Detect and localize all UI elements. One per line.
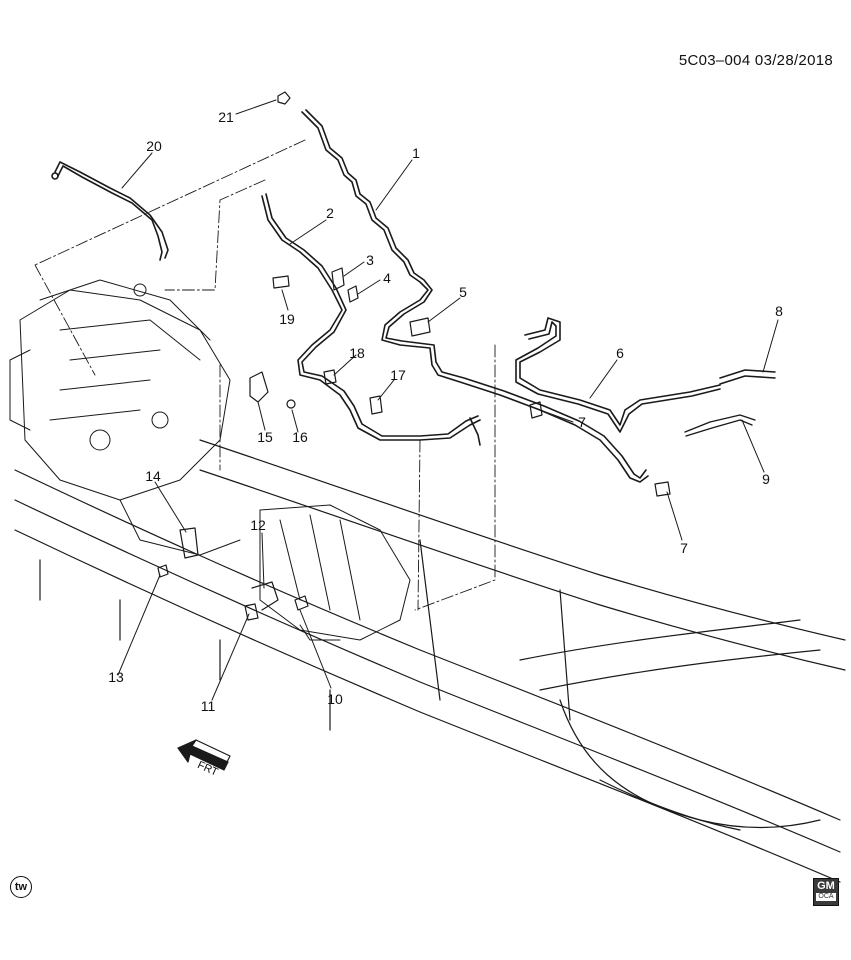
part-5-bracket xyxy=(409,317,431,337)
frame-rail-left xyxy=(14,469,841,883)
callout-8: 8 xyxy=(775,303,783,319)
callout-12: 12 xyxy=(250,517,266,533)
callout-6: 6 xyxy=(616,345,624,361)
callout-17: 17 xyxy=(390,367,406,383)
callout-9: 9 xyxy=(762,471,770,487)
part-11-clip xyxy=(244,603,259,621)
callout-14: 14 xyxy=(145,468,161,484)
callout-4: 4 xyxy=(383,270,391,286)
cross-member xyxy=(519,619,821,831)
part-6-pipe xyxy=(515,317,721,433)
part-4-clip xyxy=(347,285,359,303)
callout-7b: 7 xyxy=(680,540,688,556)
callout-21: 21 xyxy=(218,109,234,125)
part-19-sleeve xyxy=(272,275,290,289)
gm-oca-logo: GM OCA xyxy=(813,878,839,906)
part-20-pipe xyxy=(51,161,169,261)
gm-logo-text: GM xyxy=(817,880,835,892)
callout-13: 13 xyxy=(108,669,124,685)
part-17-clip xyxy=(369,395,383,415)
part-8-pipe xyxy=(719,369,776,385)
diagram-code-date: 5C03–004 03/28/2018 xyxy=(678,52,833,69)
callout-20: 20 xyxy=(146,138,162,154)
part-14-bracket xyxy=(179,527,199,559)
oca-logo-text: OCA xyxy=(816,893,836,901)
part-7-clips xyxy=(529,401,671,497)
callout-15: 15 xyxy=(257,429,273,445)
front-arrow-icon xyxy=(177,739,231,771)
callout-10: 10 xyxy=(327,691,343,707)
leader-lines xyxy=(34,139,496,611)
callout-18: 18 xyxy=(349,345,365,361)
part-10-bolt xyxy=(294,595,309,611)
callout-16: 16 xyxy=(292,429,308,445)
tw-logo: tw xyxy=(10,876,32,898)
part-12-bracket xyxy=(251,581,279,611)
frame-rail-right xyxy=(199,439,846,721)
callout-11: 11 xyxy=(201,698,216,714)
part-16-nut xyxy=(286,399,296,409)
callout-7a: 7 xyxy=(578,414,586,430)
callout-2: 2 xyxy=(326,205,334,221)
callout-1: 1 xyxy=(412,145,420,161)
callout-leaders xyxy=(117,99,779,701)
part-21-fitting xyxy=(277,91,291,105)
callout-19: 19 xyxy=(279,311,295,327)
callout-3: 3 xyxy=(366,252,374,268)
callout-5: 5 xyxy=(459,284,467,300)
part-15-fitting xyxy=(249,371,269,403)
part-13-nut xyxy=(157,564,169,578)
part-2-fuel-pipe xyxy=(261,193,481,446)
part-18-sleeve xyxy=(323,369,337,385)
part-1-fuel-pipe xyxy=(301,109,649,483)
part-3-clip xyxy=(331,267,345,291)
transmission xyxy=(259,504,411,641)
part-9-pipe xyxy=(684,414,756,437)
